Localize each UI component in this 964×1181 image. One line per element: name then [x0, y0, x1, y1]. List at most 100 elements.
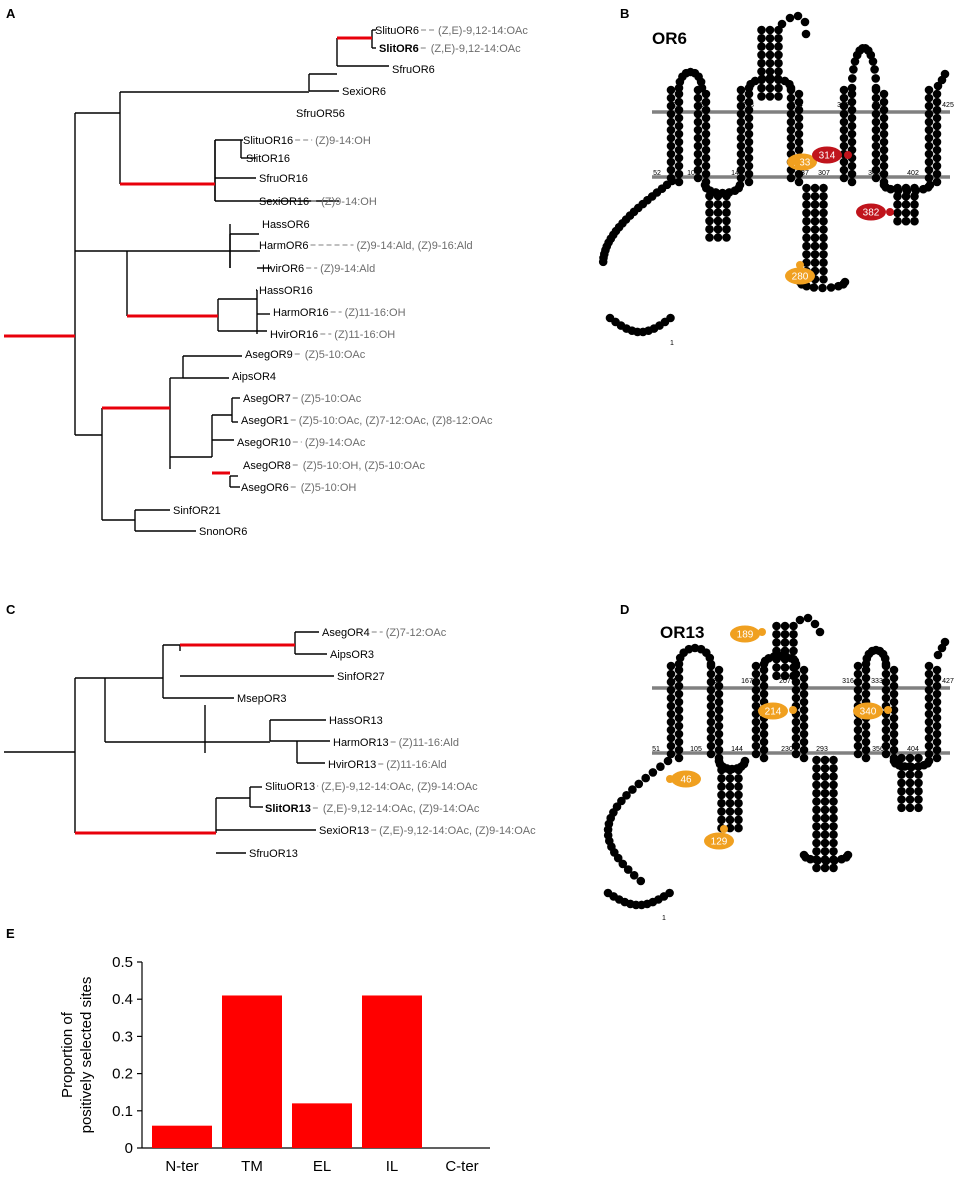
residue	[871, 101, 881, 111]
taxon-label: SexiOR6	[342, 86, 386, 98]
residue	[897, 803, 906, 813]
residue	[725, 790, 735, 800]
residue	[839, 117, 849, 127]
taxon-label: HvirOR16	[270, 329, 318, 341]
residue	[666, 709, 676, 719]
residue	[666, 109, 676, 119]
residue	[839, 141, 849, 151]
bar	[292, 1103, 352, 1148]
residue	[618, 859, 628, 869]
residue	[847, 113, 857, 123]
residue	[772, 638, 781, 647]
residue	[849, 65, 858, 74]
residue	[734, 807, 743, 816]
residue	[881, 685, 891, 695]
residue	[879, 161, 889, 171]
residue	[744, 145, 754, 155]
residue	[889, 737, 899, 747]
residue	[932, 129, 942, 139]
residue	[736, 109, 746, 119]
residue	[714, 721, 724, 731]
residue	[666, 149, 676, 159]
residue	[674, 753, 684, 763]
residue	[666, 717, 676, 727]
residue	[722, 224, 731, 234]
residue	[744, 105, 754, 115]
residue	[932, 113, 942, 123]
residue	[801, 29, 811, 39]
residue	[820, 863, 830, 873]
residue-number: 356	[872, 746, 884, 753]
panel-label-b: B	[620, 6, 629, 21]
residue	[757, 74, 767, 84]
residue-number: 402	[907, 170, 919, 177]
residue	[736, 141, 746, 151]
residue	[806, 854, 815, 864]
residue	[879, 89, 889, 99]
residue	[932, 673, 942, 683]
residue	[666, 685, 676, 695]
residue	[853, 669, 863, 679]
residue	[932, 713, 942, 723]
residue	[812, 797, 821, 806]
y-axis-label: Proportion of	[59, 1011, 76, 1098]
residue	[813, 856, 822, 865]
residue	[666, 701, 676, 711]
residue	[693, 173, 703, 183]
residue	[734, 823, 743, 833]
residue	[847, 137, 857, 147]
residue	[914, 786, 923, 796]
residue	[697, 83, 707, 93]
residue	[674, 705, 684, 715]
residue	[674, 681, 684, 691]
residue	[717, 774, 726, 783]
ligand-label: (Z)9-14:OAc	[305, 437, 366, 449]
panel-label-c: C	[6, 602, 16, 617]
residue	[839, 101, 849, 111]
residue	[786, 133, 796, 143]
bar	[222, 995, 282, 1148]
residue	[889, 729, 899, 739]
residue	[765, 34, 775, 43]
residue-number: 75	[671, 102, 679, 109]
residue	[889, 697, 899, 707]
residue	[765, 92, 775, 101]
residue	[932, 121, 942, 131]
residue	[705, 233, 714, 242]
residue	[791, 749, 801, 759]
residue	[751, 717, 761, 727]
x-tick-label: N-ter	[165, 1158, 198, 1175]
residue	[789, 630, 798, 639]
residue	[820, 813, 830, 823]
residue	[829, 805, 838, 815]
residue	[847, 105, 857, 115]
taxon-label: SnonOR6	[199, 526, 247, 538]
residue	[932, 161, 942, 171]
residue	[765, 42, 775, 51]
residue	[736, 165, 746, 175]
residue	[914, 778, 923, 788]
residue	[886, 184, 895, 194]
residue	[713, 200, 723, 209]
residue-number: 316	[842, 678, 854, 685]
site-label: 382	[863, 208, 880, 219]
ligand-label: (Z)9-14:Ald	[320, 263, 375, 275]
residue	[829, 788, 838, 798]
residue	[932, 105, 942, 115]
residue	[802, 216, 811, 226]
residue	[751, 733, 761, 743]
residue	[648, 768, 658, 777]
residue	[819, 250, 828, 259]
residue	[714, 729, 724, 739]
taxon-label: SinfOR27	[337, 671, 385, 683]
residue	[881, 733, 891, 743]
residue-number: 145	[731, 170, 743, 177]
residue	[736, 93, 746, 103]
residue	[810, 241, 820, 251]
taxon-label: HvirOR6	[262, 263, 304, 275]
panel-label-a: A	[6, 6, 16, 21]
residue	[810, 258, 820, 268]
residue	[861, 737, 871, 747]
residue	[924, 749, 934, 759]
residue	[774, 83, 783, 93]
